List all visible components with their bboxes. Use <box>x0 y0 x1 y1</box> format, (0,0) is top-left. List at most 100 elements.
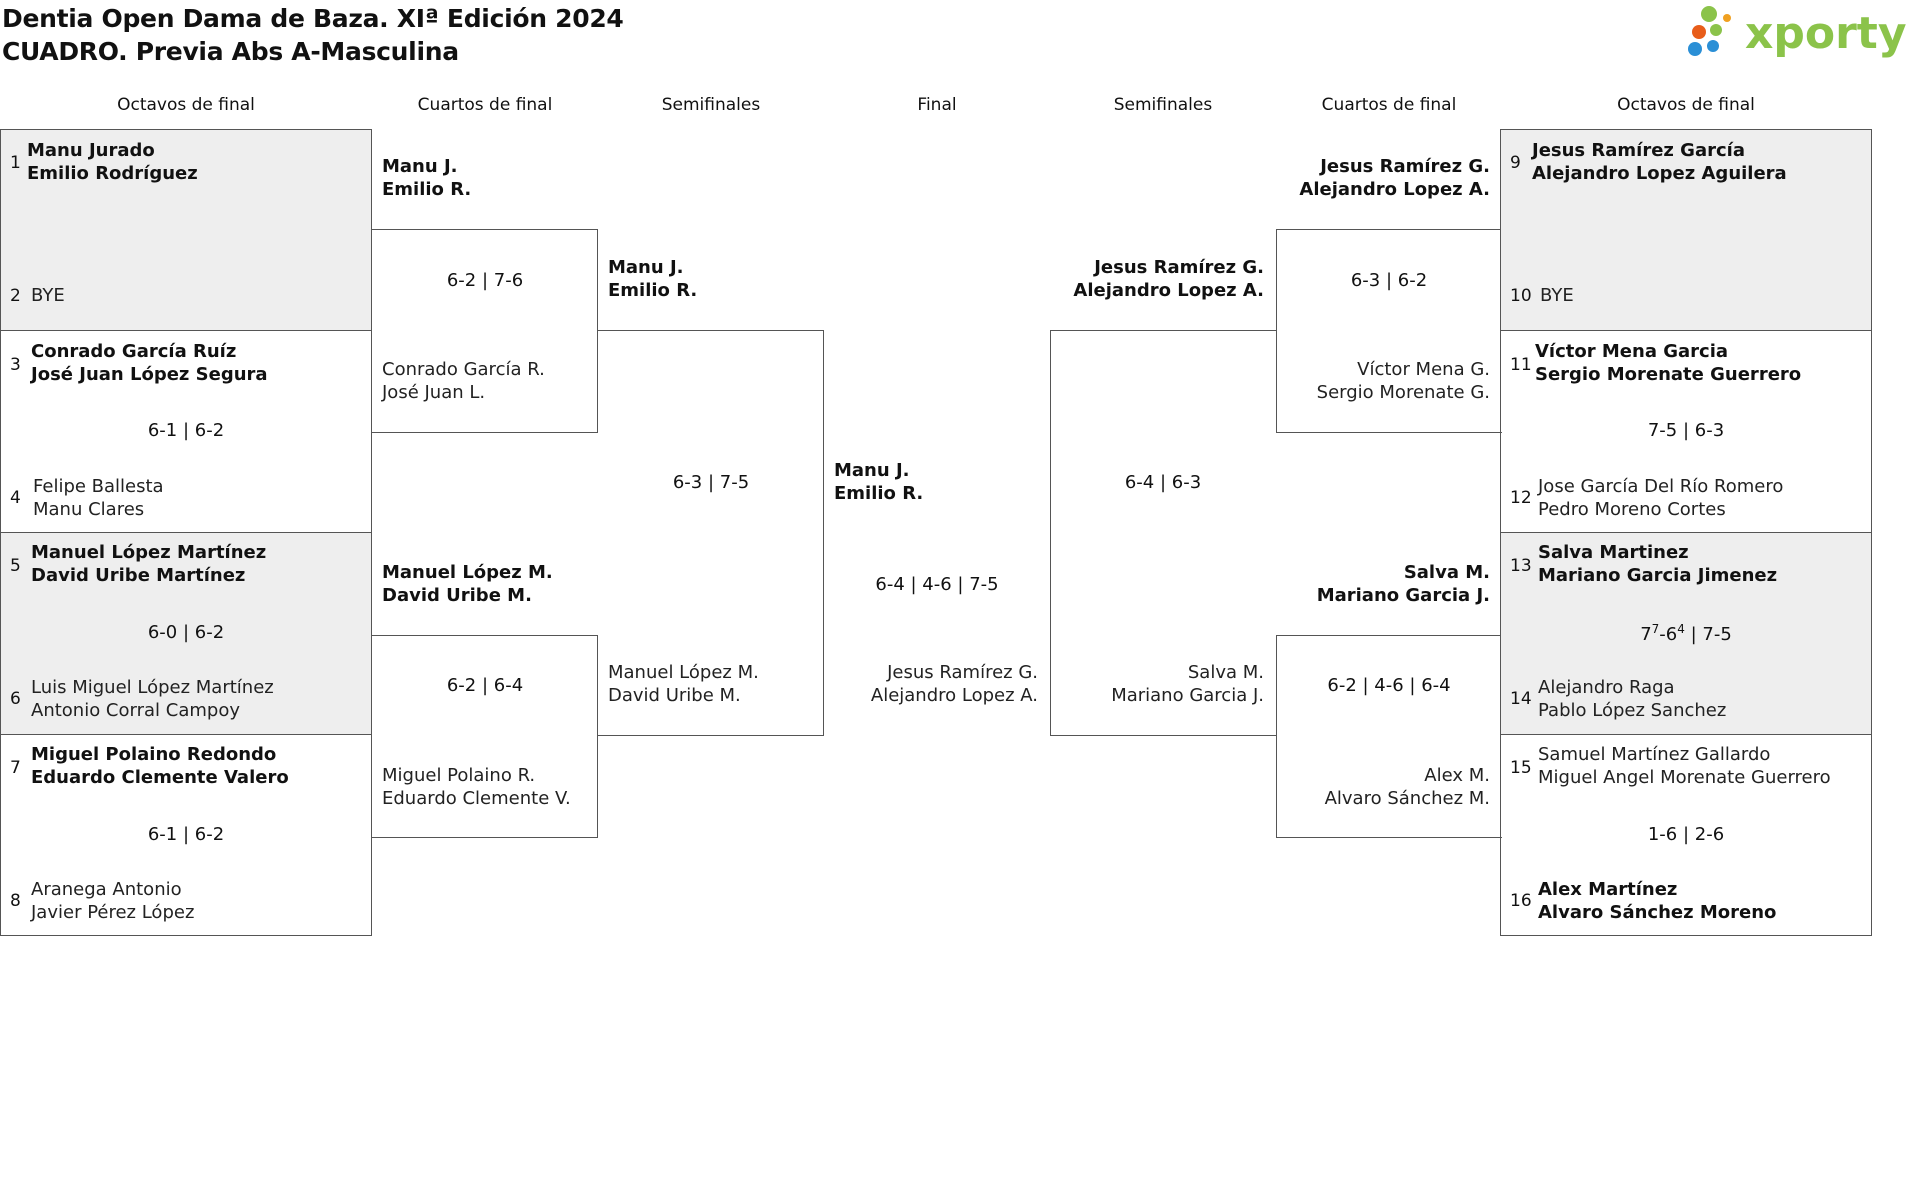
seed-number: 3 <box>10 355 21 375</box>
team-player-1: Luis Miguel López Martínez <box>31 677 274 698</box>
winner-player-2: Emilio R. <box>382 179 472 200</box>
match-score: 6-2 | 7-6 <box>446 270 524 291</box>
team-player-1: Alex M. <box>1424 765 1490 786</box>
team-player-1: Jose García Del Río Romero <box>1538 476 1784 497</box>
finalist-player-1: Jesus Ramírez G. <box>887 662 1038 683</box>
match-score: 6-3 | 7-5 <box>672 472 750 493</box>
winner-player-2: Alejandro Lopez A. <box>1299 179 1490 200</box>
round-header-left-qf: Cuartos de final <box>417 95 553 115</box>
seed-number: 10 <box>1510 286 1532 306</box>
team-player-2: David Uribe M. <box>608 685 741 706</box>
team-player-1: Felipe Ballesta <box>33 476 164 497</box>
title-line-2: CUADRO. Previa Abs A-Masculina <box>2 37 459 66</box>
winner-player-1: Manu J. <box>608 257 684 278</box>
match-score: 6-4 | 6-3 <box>1124 472 1202 493</box>
team-player-2: José Juan López Segura <box>31 364 268 385</box>
match-box <box>0 532 372 735</box>
match-box <box>1500 532 1872 735</box>
team-player-1: Samuel Martínez Gallardo <box>1538 744 1771 765</box>
seed-number: 13 <box>1510 556 1532 576</box>
team-player-2: José Juan L. <box>382 382 486 403</box>
bracket-box <box>597 330 824 736</box>
team-player-1: Conrado García R. <box>382 359 545 380</box>
team-player-2: Alvaro Sánchez M. <box>1324 788 1490 809</box>
team-player-1: Víctor Mena Garcia <box>1535 341 1729 362</box>
seed-number: 4 <box>10 488 21 508</box>
logo-dots-icon: xporty <box>1688 6 1907 59</box>
team-player-1: Miguel Polaino R. <box>382 765 536 786</box>
winner-player-2: David Uribe M. <box>382 585 532 606</box>
bye-label: BYE <box>1540 285 1574 306</box>
champion-player-2: Emilio R. <box>834 483 924 504</box>
round-header-final: Final <box>917 95 957 115</box>
seed-number: 11 <box>1510 355 1532 375</box>
match-box <box>0 129 372 331</box>
team-player-2: Manu Clares <box>33 499 145 520</box>
match-score: 77-64 | 7-5 <box>1640 622 1732 645</box>
match-score: 1-6 | 2-6 <box>1647 824 1725 845</box>
round-header-left-sf: Semifinales <box>661 95 761 115</box>
team-player-2: Eduardo Clemente V. <box>382 788 571 809</box>
team-player-1: Conrado García Ruíz <box>31 341 237 362</box>
seed-number: 7 <box>10 758 21 778</box>
final-score: 6-4 | 4-6 | 7-5 <box>875 574 999 595</box>
winner-player-2: Emilio R. <box>608 280 698 301</box>
match-score: 6-2 | 6-4 <box>446 675 524 696</box>
seed-number: 5 <box>10 556 21 576</box>
team-player-1: Alex Martínez <box>1538 879 1678 900</box>
team-player-2: Pablo López Sanchez <box>1538 700 1727 721</box>
round-header-right-r16: Octavos de final <box>1617 95 1755 115</box>
team-player-2: Alvaro Sánchez Moreno <box>1538 902 1777 923</box>
seed-number: 2 <box>10 286 21 306</box>
match-score: 6-3 | 6-2 <box>1350 270 1428 291</box>
match-score: 7-5 | 6-3 <box>1647 420 1725 441</box>
team-player-2: Alejandro Lopez Aguilera <box>1532 163 1787 184</box>
bracket-box <box>371 635 598 838</box>
match-score: 6-1 | 6-2 <box>147 824 225 845</box>
seed-number: 16 <box>1510 891 1532 911</box>
round-header-right-sf: Semifinales <box>1113 95 1213 115</box>
winner-player-2: Alejandro Lopez A. <box>1073 280 1264 301</box>
seed-number: 12 <box>1510 488 1532 508</box>
bracket-box <box>1276 229 1502 433</box>
team-player-2: Eduardo Clemente Valero <box>31 767 289 788</box>
seed-number: 15 <box>1510 758 1532 778</box>
winner-player-1: Manu J. <box>382 156 458 177</box>
team-player-2: Mariano Garcia J. <box>1111 685 1264 706</box>
team-player-1: Salva Martinez <box>1538 542 1689 563</box>
seed-number: 6 <box>10 689 21 709</box>
seed-number: 14 <box>1510 689 1532 709</box>
team-player-1: Jesus Ramírez García <box>1532 140 1745 161</box>
match-box <box>0 734 372 936</box>
team-player-1: Manu Jurado <box>27 140 155 161</box>
logo-text: xporty <box>1745 8 1907 59</box>
bracket-box <box>371 229 598 433</box>
finalist-player-2: Alejandro Lopez A. <box>870 685 1038 706</box>
round-header-left-r16: Octavos de final <box>117 95 255 115</box>
team-player-2: Mariano Garcia Jimenez <box>1538 565 1778 586</box>
team-player-2: Sergio Morenate Guerrero <box>1535 364 1802 385</box>
xporty-logo[interactable]: xporty <box>1687 4 1912 66</box>
team-player-2: Pedro Moreno Cortes <box>1538 499 1726 520</box>
team-player-2: Sergio Morenate G. <box>1316 382 1490 403</box>
title-line-1: Dentia Open Dama de Baza. XIª Edición 20… <box>2 4 624 33</box>
match-score: 6-0 | 6-2 <box>147 622 225 643</box>
seed-number: 9 <box>1510 153 1521 173</box>
winner-player-1: Jesus Ramírez G. <box>1320 156 1490 177</box>
bracket-box <box>1050 330 1277 736</box>
team-player-1: Alejandro Raga <box>1538 677 1675 698</box>
match-score: 6-2 | 4-6 | 6-4 <box>1327 675 1451 696</box>
winner-player-1: Manuel López M. <box>382 562 553 583</box>
seed-number: 1 <box>10 153 21 173</box>
bracket-box <box>1276 635 1502 838</box>
match-score: 6-1 | 6-2 <box>147 420 225 441</box>
team-player-1: Manuel López Martínez <box>31 542 267 563</box>
team-player-1: Miguel Polaino Redondo <box>31 744 277 765</box>
match-box <box>1500 129 1872 331</box>
champion-player-1: Manu J. <box>834 460 910 481</box>
team-player-1: Víctor Mena G. <box>1357 359 1490 380</box>
round-header-right-qf: Cuartos de final <box>1321 95 1457 115</box>
team-player-1: Salva M. <box>1187 662 1264 683</box>
team-player-2: Emilio Rodríguez <box>27 163 198 184</box>
team-player-2: Miguel Angel Morenate Guerrero <box>1538 767 1831 788</box>
